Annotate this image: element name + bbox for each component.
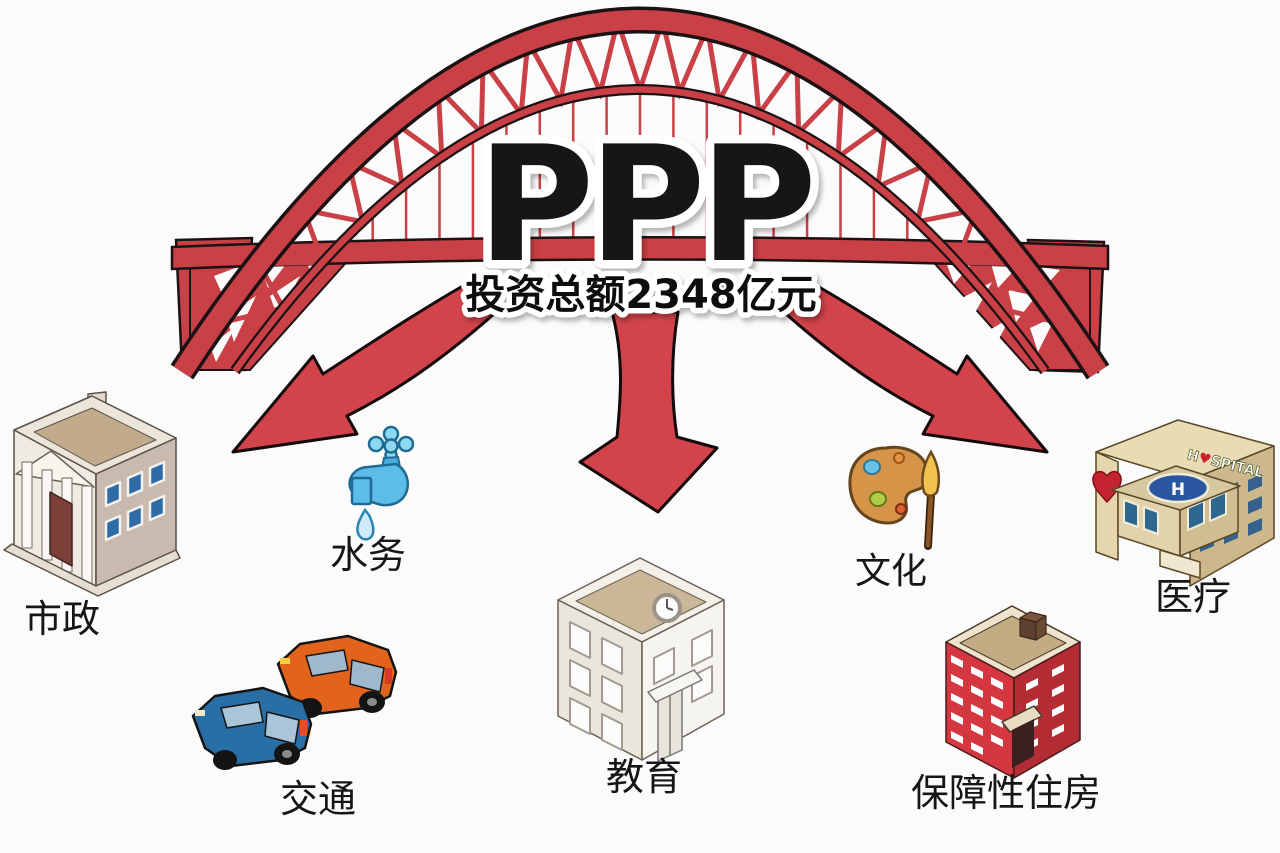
bridge-hanger-cables <box>371 89 909 252</box>
ppp-title: PPP <box>477 111 811 298</box>
hospital-heart-emblem <box>1092 470 1122 503</box>
sector-label-culture: 文化 <box>855 551 927 592</box>
water-drop <box>356 507 375 541</box>
hospital-entrance <box>1159 549 1201 579</box>
water-faucet-icon <box>348 425 415 541</box>
rooftop-hut <box>1019 611 1047 641</box>
bridge-arch-chords <box>170 6 1110 380</box>
sector-label-municipal: 市政 <box>24 597 100 641</box>
government-building-icon <box>3 391 181 597</box>
paint-palette-brush-icon <box>848 445 940 550</box>
school-door-canopy <box>647 669 703 703</box>
cars-icon <box>191 634 398 770</box>
bridge-texts: PPP 投资总额2348亿元 <box>460 103 826 324</box>
housing-entrance-canopy <box>1001 705 1043 733</box>
sector-labels: 市政 水务 交通 教育 文化 保障性住房 医疗 <box>24 533 1231 821</box>
arrow-right <box>783 277 1049 454</box>
distribution-arrows <box>231 277 1049 514</box>
blue-suv <box>191 686 313 770</box>
investment-subtitle: 投资总额2348亿元 <box>465 272 816 318</box>
sector-label-transport: 交通 <box>280 777 356 821</box>
sector-label-education: 教育 <box>606 755 682 799</box>
hospital-building-icon: H♥SPITAL H <box>1092 419 1275 587</box>
sector-label-housing: 保障性住房 <box>911 771 1101 815</box>
brush-tip <box>921 449 940 497</box>
arrow-left <box>231 277 497 454</box>
orange-suv <box>276 634 398 718</box>
apartment-building-icon <box>945 605 1081 779</box>
helipad <box>1146 472 1210 504</box>
housing-entrance-door <box>1012 719 1034 768</box>
arrow-middle <box>578 310 719 514</box>
helipad-letter: H <box>1171 480 1185 500</box>
arch-bridge-illustration <box>170 6 1110 380</box>
brush-handle <box>925 492 934 548</box>
bridge-deck <box>170 235 1110 271</box>
sector-label-water: 水务 <box>330 533 406 577</box>
municipal-windows <box>104 460 166 542</box>
housing-windows <box>951 655 1064 755</box>
sector-label-medical: 医疗 <box>1155 575 1231 619</box>
school-building-icon <box>557 557 725 762</box>
school-windows <box>569 621 713 751</box>
